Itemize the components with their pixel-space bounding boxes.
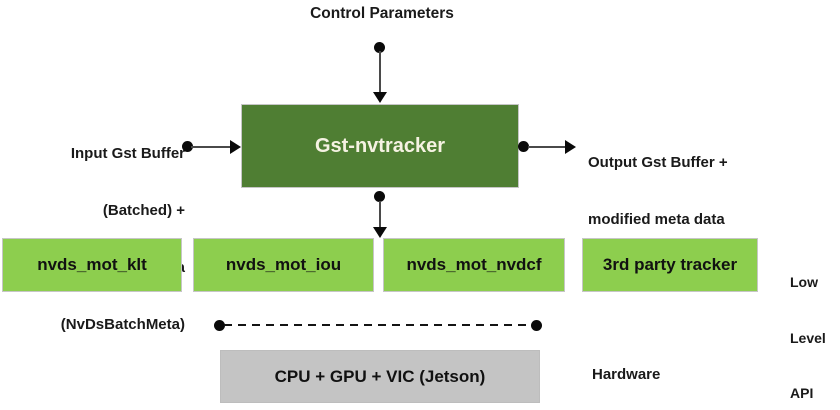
lowlevel-block-label: nvds_mot_klt [37, 255, 147, 274]
low-level-api-label-line: API [790, 385, 814, 401]
connector-dot-icon [214, 320, 225, 331]
gst-nvtracker-block: Gst-nvtracker [241, 104, 519, 188]
connector-dot-icon [374, 42, 385, 53]
arrowhead-right-icon [565, 140, 576, 154]
lowlevel-block-nvds-mot-nvdcf: nvds_mot_nvdcf [383, 238, 565, 292]
arrow-line [379, 201, 381, 228]
arrow-line [191, 146, 231, 148]
lowlevel-block-nvds-mot-klt: nvds_mot_klt [2, 238, 182, 292]
connector-dot-icon [531, 320, 542, 331]
control-parameters-label: Control Parameters [310, 5, 454, 22]
output-buffer-label-line: modified meta data [588, 211, 725, 228]
arrowhead-down-icon [373, 227, 387, 238]
arrow-line [379, 51, 381, 93]
input-buffer-label-line: (NvDsBatchMeta) [60, 316, 185, 333]
connector-dot-icon [518, 141, 529, 152]
low-level-api-label-line: Level [790, 329, 826, 346]
lowlevel-block-nvds-mot-iou: nvds_mot_iou [193, 238, 374, 292]
low-level-api-label-line: Low [790, 274, 818, 290]
arrowhead-right-icon [230, 140, 241, 154]
connector-dot-icon [182, 141, 193, 152]
hardware-block: CPU + GPU + VIC (Jetson) [220, 350, 540, 403]
output-buffer-label-line: Output Gst Buffer + [588, 154, 728, 171]
input-buffer-label-line: (Batched) + [102, 202, 185, 219]
arrow-line [528, 146, 566, 148]
dashed-line [224, 324, 534, 326]
arrowhead-down-icon [373, 92, 387, 103]
low-level-api-label: Low Level API [790, 236, 838, 410]
output-buffer-label: Output Gst Buffer + modified meta data (… [588, 115, 788, 324]
lowlevel-block-label: 3rd party tracker [602, 255, 738, 274]
input-buffer-label-line: Input Gst Buffer [70, 145, 185, 162]
gst-nvtracker-label: Gst-nvtracker [314, 134, 446, 157]
lowlevel-block-label: nvds_mot_nvdcf [406, 255, 542, 274]
hardware-block-label: CPU + GPU + VIC (Jetson) [274, 366, 486, 386]
lowlevel-block-3rd-party-tracker: 3rd party tracker [582, 238, 758, 292]
lowlevel-block-label: nvds_mot_iou [225, 255, 342, 274]
connector-dot-icon [374, 191, 385, 202]
hardware-label: Hardware [592, 366, 661, 383]
